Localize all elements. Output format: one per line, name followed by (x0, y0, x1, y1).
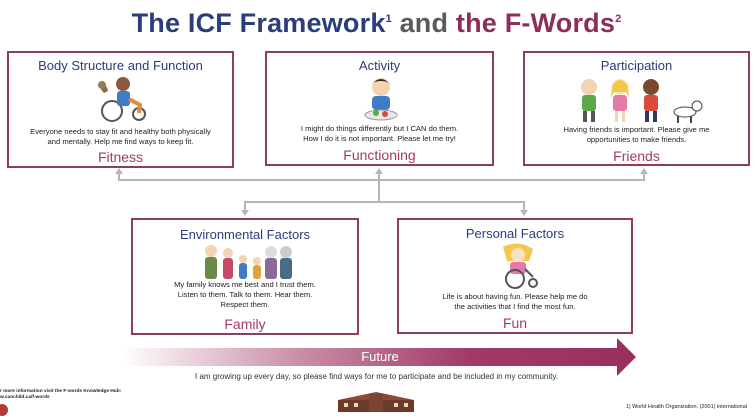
arrow-up-activity (375, 168, 383, 174)
page-title: The ICF Framework1 and the F-Words2 (0, 8, 753, 39)
box-environmental-title: Environmental Factors (133, 227, 357, 242)
box-activity-title: Activity (267, 58, 492, 73)
box-activity-fword: Functioning (267, 147, 492, 163)
family-illustration (201, 244, 293, 280)
box-personal-fword: Fun (399, 315, 631, 331)
knowledge-hub-url: w.canchild.ca/f-words (0, 395, 121, 401)
connector-down-environmental (244, 201, 246, 210)
box-personal-text-line2: the activities that I find the most fun. (405, 302, 625, 312)
arrow-down-environmental (241, 210, 249, 216)
box-participation-text-line1: Having friends is important. Please give… (531, 125, 742, 135)
box-environmental-fword: Family (133, 316, 357, 332)
box-environmental-text-line1: My family knows me best and I trust them… (139, 280, 351, 290)
child-wheelchair-illustration (92, 75, 152, 123)
box-participation-text-line2: opportunities to make friends. (531, 135, 742, 145)
connector-bottom-horizontal (244, 201, 525, 203)
connector-down-personal (523, 201, 525, 210)
box-body-structure-title: Body Structure and Function (9, 58, 232, 73)
box-participation-title: Participation (525, 58, 748, 73)
box-environmental-text-line3: Respect them. (139, 300, 351, 310)
building-logo-icon (336, 390, 416, 412)
reference-note: 1) World Health Organization. (2001) int… (626, 404, 747, 410)
box-body-structure: Body Structure and Function Everyone nee… (7, 51, 234, 168)
future-label: Future (330, 348, 430, 366)
box-activity-text-line2: How I do it is not important. Please let… (273, 134, 486, 144)
box-participation: Participation Having friends is importan… (523, 51, 750, 166)
arrow-up-participation (640, 168, 648, 174)
knowledge-hub-info: r more information visit the F-words Kno… (0, 389, 121, 401)
title-icf: The ICF Framework (132, 8, 386, 38)
child-wheelchair-fun-illustration (495, 243, 541, 289)
box-personal: Personal Factors Life is about having fu… (397, 218, 633, 334)
child-eating-illustration (359, 75, 405, 123)
box-personal-text-line1: Life is about having fun. Please help me… (405, 292, 625, 302)
title-fwords-ref: 2 (615, 13, 621, 25)
box-participation-fword: Friends (525, 148, 748, 164)
box-body-structure-fword: Fitness (9, 149, 232, 165)
title-and: and (400, 8, 449, 38)
box-environmental: Environmental Factors My family knows me… (131, 218, 359, 335)
box-environmental-text-line2: Listen to them. Talk to them. Hear them. (139, 290, 351, 300)
box-personal-title: Personal Factors (399, 226, 631, 241)
arrow-down-personal (520, 210, 528, 216)
title-fwords: the F-Words (456, 8, 615, 38)
connector-center-vertical (378, 180, 380, 202)
canchild-logo-icon (0, 404, 8, 416)
future-note: I am growing up every day, so please fin… (0, 372, 753, 381)
arrow-up-body (115, 168, 123, 174)
box-activity: Activity I might do things differently b… (265, 51, 494, 166)
box-body-structure-text-line2: and mentally. Help me find ways to keep … (15, 137, 226, 147)
future-arrow-head (617, 338, 636, 376)
connector-top-horizontal (118, 179, 645, 181)
box-activity-text-line1: I might do things differently but I CAN … (273, 124, 486, 134)
box-body-structure-text-line1: Everyone needs to stay fit and healthy b… (15, 127, 226, 137)
friends-group-illustration (575, 76, 705, 124)
title-icf-ref: 1 (386, 13, 392, 25)
